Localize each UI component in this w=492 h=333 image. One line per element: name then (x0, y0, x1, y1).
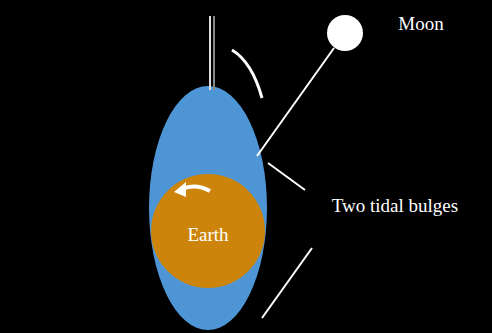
moon-line (257, 48, 334, 156)
earth-axis-shadow (213, 16, 215, 90)
moon-circle (327, 15, 363, 51)
angle-arc (232, 50, 262, 98)
callout-label: Two tidal bulges (320, 194, 470, 218)
callout-label: Moon (386, 12, 456, 36)
earth-axis (209, 16, 211, 90)
tidal-bulge-ellipse (149, 86, 267, 330)
leader-line (268, 163, 305, 190)
leader-line (262, 248, 312, 318)
node-text: Earth (187, 224, 228, 246)
earth-circle: Earth (150, 173, 266, 289)
